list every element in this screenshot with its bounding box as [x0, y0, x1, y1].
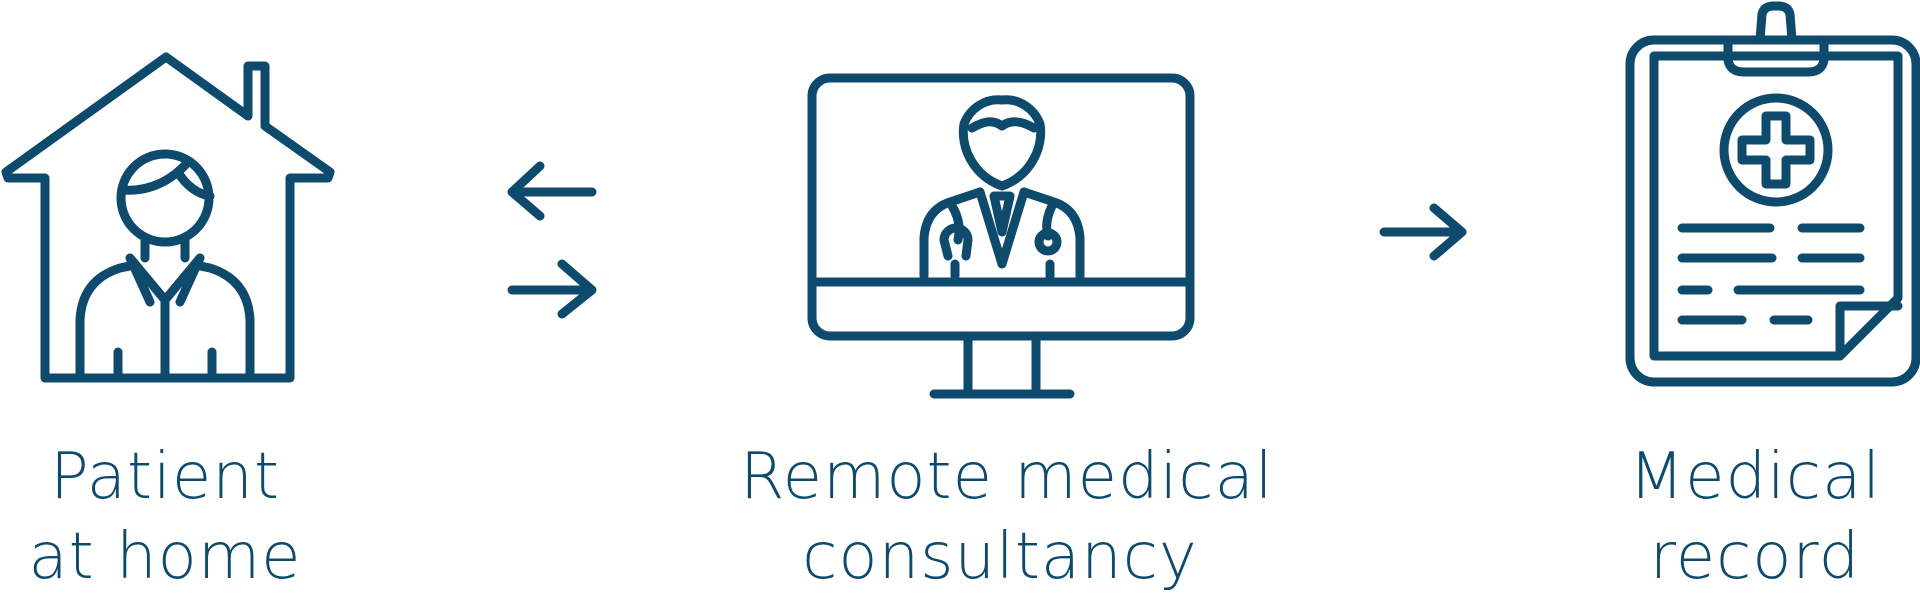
- record-text-lines: [1677, 223, 1865, 325]
- patient-at-home-icon: [1, 52, 335, 383]
- step-label-record: Medical record: [1590, 437, 1920, 597]
- medical-cross: [1737, 111, 1815, 189]
- patient-hair: [118, 157, 215, 201]
- step-label-record-line2: record: [1649, 520, 1861, 594]
- medical-clipboard-icon: [1625, 1, 1920, 387]
- cross-badge-circle: [1719, 93, 1833, 207]
- patient-arms: [113, 347, 217, 379]
- clipboard-board: [1625, 35, 1920, 387]
- clipboard-clip: [1723, 1, 1829, 77]
- patient-collar: [125, 253, 205, 307]
- monitor-stand: [929, 331, 1075, 399]
- monitor-frame: [807, 73, 1195, 341]
- patient-head: [116, 149, 214, 247]
- step-label-consultancy: Remote medical consultancy: [740, 437, 1274, 597]
- step-label-consultancy-line1: Remote medical: [740, 440, 1274, 514]
- arrow-right: [507, 259, 597, 319]
- coat-bottom-ticks: [950, 259, 1055, 281]
- clipboard-paper: [1649, 51, 1903, 361]
- step-label-record-line1: Medical: [1628, 440, 1882, 514]
- step-label-patient-line2: at home: [28, 520, 302, 594]
- right-arrow-icon: [1379, 203, 1467, 261]
- arrow-left: [507, 161, 597, 221]
- step-label-patient: Patient at home: [0, 437, 330, 597]
- patient-neck: [140, 235, 190, 263]
- doctor-head: [958, 95, 1046, 191]
- doctor-lapels: [975, 187, 1029, 269]
- doctor-on-monitor-icon: [807, 73, 1195, 399]
- step-label-consultancy-line2: consultancy: [802, 520, 1198, 594]
- stethoscope-bell: [1034, 228, 1062, 256]
- paper-fold: [1835, 301, 1903, 361]
- step-label-patient-line1: Patient: [50, 440, 280, 514]
- house-outline: [1, 52, 335, 383]
- doctor-hair: [967, 117, 1039, 133]
- bidirectional-arrows-icon: [507, 161, 597, 319]
- arrow-right-single: [1379, 203, 1467, 261]
- patient-torso: [75, 261, 255, 379]
